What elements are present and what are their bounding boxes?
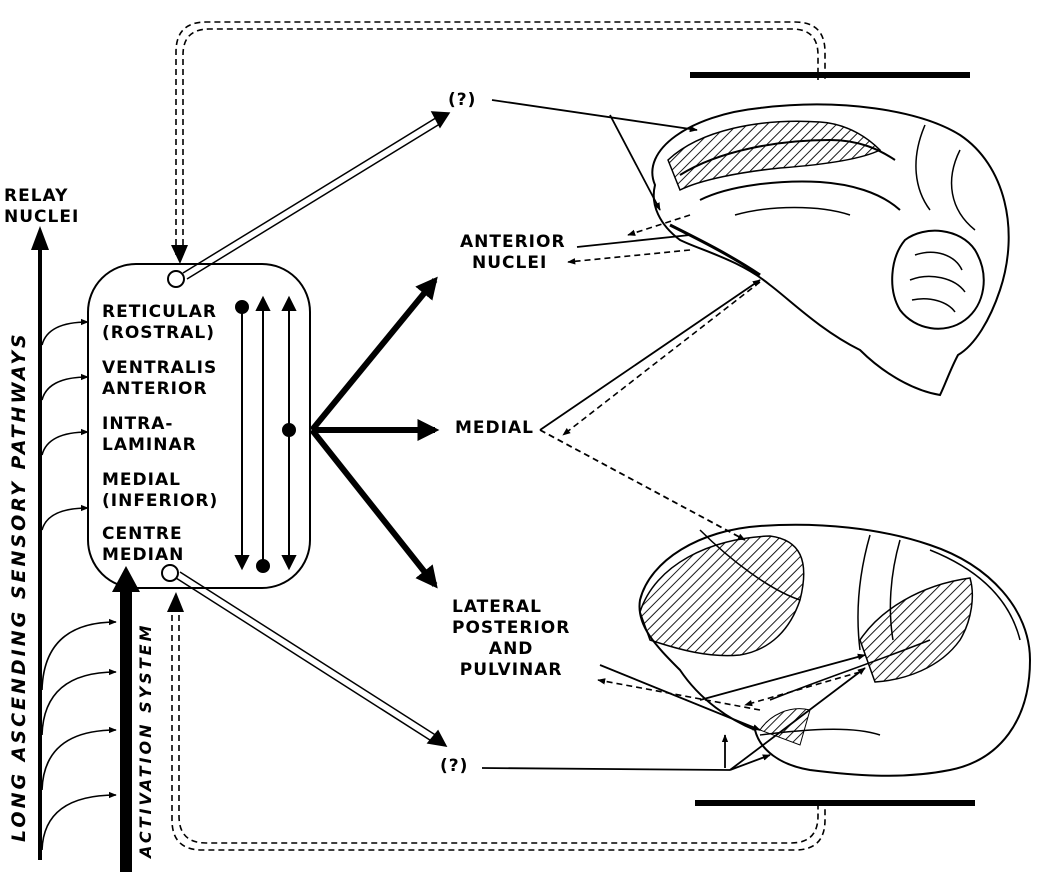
bottom-output-node	[161, 564, 179, 582]
lower-brain	[638, 523, 1032, 806]
centre-line-1: CENTRE	[102, 524, 183, 544]
thalamic-group-ventralis: VENTRALIS ANTERIOR	[102, 358, 217, 400]
relay-nuclei-axis	[31, 226, 49, 860]
sensory-input-arrows	[41, 318, 89, 531]
lateral-line-3: AND	[488, 639, 534, 659]
centre-line-2: MEDIAN	[102, 545, 185, 565]
thalamic-group-intralaminar: INTRA- LAMINAR	[102, 414, 197, 456]
cortical-connections	[481, 99, 866, 771]
relay-line-2: NUCLEI	[4, 207, 80, 227]
cortical-return-connections	[562, 214, 861, 711]
thalamic-group-medial: MEDIAL (INFERIOR)	[102, 470, 218, 512]
anterior-line-2: NUCLEI	[472, 253, 548, 273]
lateral-line-2: POSTERIOR	[452, 618, 571, 638]
bottom-feedback-loop	[171, 605, 826, 851]
medial-inf-line-1: MEDIAL	[102, 470, 181, 490]
bottom-loop-arrowhead	[167, 592, 184, 612]
activation-system-label: ACTIVATION SYSTEM	[136, 622, 155, 858]
unknown-bottom-label: (?)	[440, 756, 469, 776]
top-output-node	[167, 270, 185, 288]
thalamic-group-centre-median: CENTRE MEDIAN	[102, 524, 184, 566]
reticular-line-2: (ROSTRAL)	[102, 323, 216, 343]
relay-nuclei-label: RELAY NUCLEI	[4, 186, 79, 228]
activation-input-arrows	[41, 618, 117, 851]
medial-inf-line-2: (INFERIOR)	[102, 491, 219, 511]
lateral-line-4: PULVINAR	[459, 660, 563, 680]
intralaminar-line-2: LAMINAR	[102, 435, 197, 455]
upper-brain	[651, 72, 1010, 397]
ventralis-line-2: ANTERIOR	[102, 379, 208, 399]
thalamic-group-reticular: RETICULAR (ROSTRAL)	[102, 302, 217, 344]
lateral-posterior-pulvinar-label: LATERAL POSTERIOR AND PULVINAR	[452, 597, 570, 681]
long-ascending-label: LONG ASCENDING SENSORY PATHWAYS	[8, 331, 30, 842]
lateral-line-1: LATERAL	[452, 597, 542, 617]
ventralis-line-1: VENTRALIS	[102, 358, 218, 378]
reticular-line-1: RETICULAR	[102, 302, 217, 322]
medial-label: MEDIAL	[455, 418, 534, 438]
top-loop-arrowhead	[171, 245, 188, 264]
top-feedback-loop	[175, 21, 826, 255]
projection-arrows	[309, 276, 440, 589]
double-line-arrows	[175, 111, 451, 747]
unknown-top-label: (?)	[448, 90, 477, 110]
anterior-line-1: ANTERIOR	[460, 232, 566, 252]
anterior-nuclei-label: ANTERIOR NUCLEI	[460, 232, 566, 274]
internal-connections	[234, 295, 297, 573]
intralaminar-line-1: INTRA-	[102, 414, 174, 434]
relay-line-1: RELAY	[4, 186, 69, 206]
